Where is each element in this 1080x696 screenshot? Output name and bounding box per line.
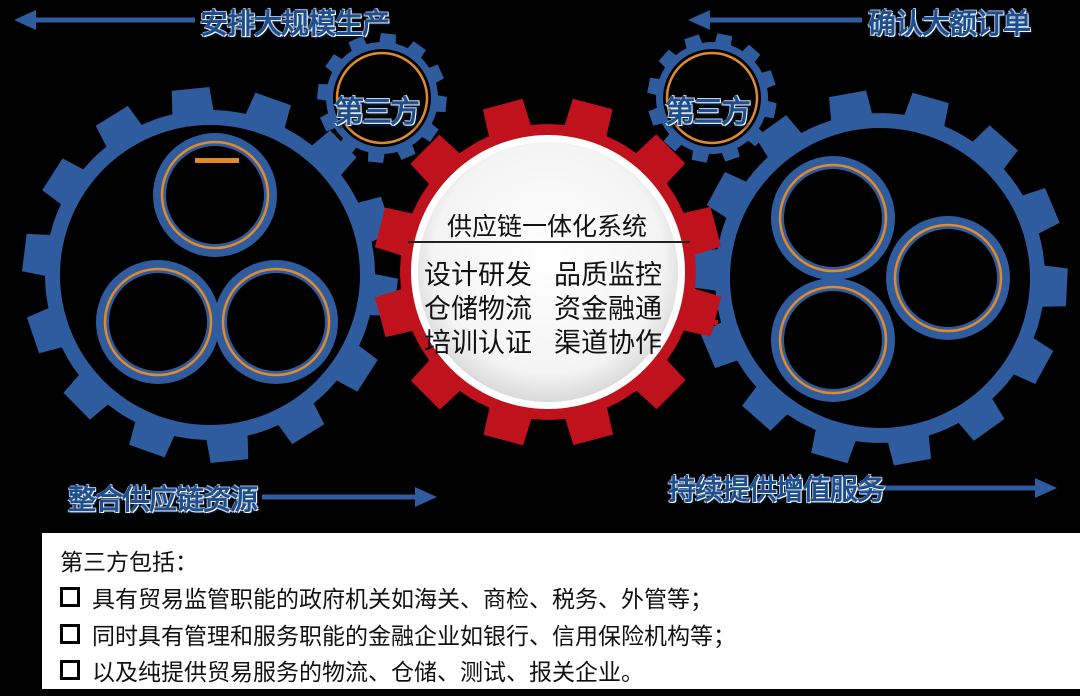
label-confirm-orders: 确认大额订单	[868, 7, 1031, 40]
orange-ring	[893, 223, 1003, 333]
checkbox-icon	[60, 660, 80, 680]
note-item-text: 以及纯提供贸易服务的物流、仓储、测试、报关企业。	[92, 660, 644, 686]
arrow-bottom-right	[882, 478, 1057, 498]
label-arrange-production: 安排大规模生产	[200, 7, 390, 40]
center-item: 资金融通	[554, 294, 662, 325]
orange-ring	[221, 267, 331, 377]
orange-accent	[195, 158, 239, 163]
inner-wheel-hub	[784, 169, 882, 267]
inner-wheel-hub	[899, 229, 997, 327]
note-item-text: 同时具有管理和服务职能的金融企业如银行、信用保险机构等；	[92, 624, 736, 650]
note-item: 同时具有管理和服务职能的金融企业如银行、信用保险机构等；	[60, 617, 736, 651]
orange-ring	[103, 267, 213, 377]
third-party-label-left: 第三方	[334, 95, 420, 130]
left-blue-gear	[22, 87, 398, 463]
arrow-top-right	[688, 10, 862, 30]
center-item: 品质监控	[554, 260, 662, 291]
third-party-gear-right	[647, 33, 777, 163]
arrow-top-left	[14, 10, 195, 30]
supply-chain-diagram	[14, 10, 1068, 507]
center-item: 渠道协作	[554, 328, 662, 359]
gear-hub	[333, 49, 431, 147]
center-item: 设计研发	[424, 260, 532, 291]
inner-wheel-hub	[227, 273, 325, 371]
gear-hub	[663, 49, 761, 147]
label-value-added-services: 持续提供增值服务	[668, 473, 885, 506]
note-title: 第三方包括：	[60, 550, 198, 576]
gear-face	[418, 142, 678, 402]
note-item: 具有贸易监管职能的政府机关如海关、商检、税务、外管等；	[60, 580, 713, 614]
center-item: 仓储物流	[424, 294, 532, 325]
third-party-note: 第三方包括： 具有贸易监管职能的政府机关如海关、商检、税务、外管等； 同时具有管…	[42, 533, 1080, 689]
third-party-gear-left	[317, 33, 447, 163]
right-blue-gear	[692, 90, 1068, 466]
orange-ring	[160, 140, 270, 250]
orange-ring	[665, 51, 759, 145]
checkbox-icon	[60, 624, 80, 644]
inner-wheel-hub	[166, 146, 264, 244]
checkbox-icon	[60, 587, 80, 607]
label-integrate-resources: 整合供应链资源	[68, 483, 258, 516]
note-item-text: 具有贸易监管职能的政府机关如海关、商检、税务、外管等；	[92, 587, 713, 613]
center-red-gear	[374, 98, 722, 446]
center-title: 供应链一体化系统	[446, 212, 647, 241]
orange-ring	[778, 285, 888, 395]
orange-ring	[335, 51, 429, 145]
inner-wheel-hub	[109, 273, 207, 371]
third-party-label-right: 第三方	[665, 95, 751, 130]
arrow-bottom-left	[262, 487, 437, 507]
note-item: 以及纯提供贸易服务的物流、仓储、测试、报关企业。	[60, 653, 644, 687]
center-item: 培训认证	[424, 328, 532, 359]
orange-ring	[778, 163, 888, 273]
inner-wheel-hub	[784, 291, 882, 389]
